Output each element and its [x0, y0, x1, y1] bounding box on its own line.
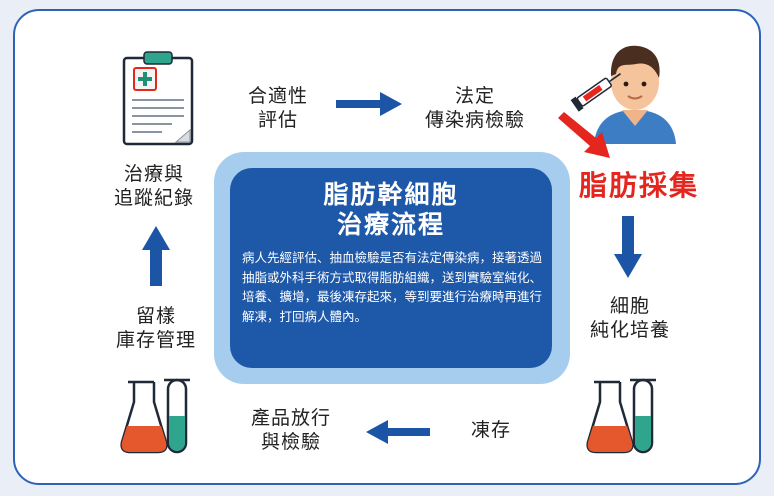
- flask-test-tube-icon-right: [586, 378, 656, 454]
- arrow-down-icon: [614, 216, 642, 278]
- step-fat-harvest: 脂肪採集: [579, 169, 700, 202]
- step-infectious-test: 法定 傳染病檢驗: [424, 85, 525, 131]
- step-cell-culture: 細胞 純化培養: [589, 295, 670, 341]
- arrow-up-icon: [142, 226, 170, 286]
- step-assessment: 合適性 評估: [247, 85, 308, 131]
- clipboard-icon: [122, 51, 194, 146]
- step-storage: 留樣 庫存管理: [115, 305, 196, 351]
- arrow-right-icon: [336, 92, 402, 116]
- center-title: 脂肪幹細胞 治療流程: [323, 180, 459, 239]
- center-panel: 脂肪幹細胞 治療流程 病人先經評估、抽血檢驗是否有法定傳染病，接著透過抽脂或外科…: [230, 168, 552, 368]
- step-followup: 治療與 追蹤紀錄: [113, 163, 194, 209]
- doctor-with-syringe-icon: [570, 45, 676, 144]
- center-description: 病人先經評估、抽血檢驗是否有法定傳染病，接著透過抽脂或外科手術方式取得脂肪組織，…: [242, 250, 543, 324]
- step-frozen: 凍存: [470, 419, 511, 441]
- red-diagonal-arrow-icon: [558, 112, 610, 158]
- arrow-left-icon: [366, 420, 430, 444]
- step-release-test: 產品放行 與檢驗: [250, 407, 331, 453]
- flask-test-tube-icon-left: [120, 378, 190, 454]
